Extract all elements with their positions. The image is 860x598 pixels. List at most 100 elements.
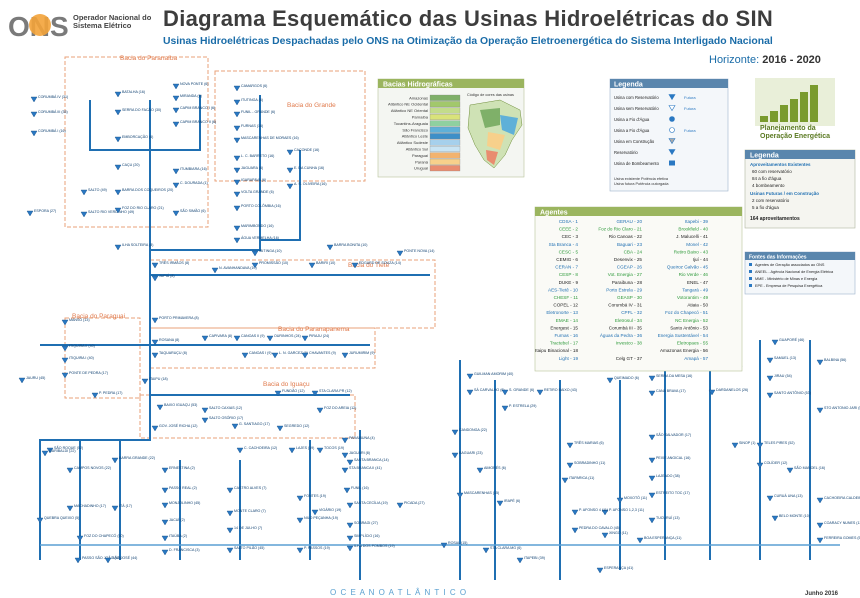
plant-node[interactable]: CAMPOS NOVOS (22) [66, 466, 111, 474]
plant-node[interactable]: FOZ DO CHAPECÓ (50) [76, 533, 124, 542]
plant-node[interactable]: BARRA GRANDE (22) [111, 456, 155, 464]
plant-node[interactable]: XINGÓ (11) [601, 530, 628, 539]
plant-node[interactable]: GARIBALDI (22) [41, 449, 76, 457]
plant-node[interactable]: CORUMBÁ III (35) [30, 110, 68, 118]
plant-node[interactable]: SERRA DA MESA (16) [648, 374, 692, 382]
plant-node[interactable]: BARRA BONITA (10) [326, 243, 367, 251]
plant-node[interactable]: NOVA PONTE (6) [172, 82, 209, 90]
plant-node[interactable]: STA BRANCA II (41) [341, 466, 382, 474]
plant-node[interactable]: P. ESTRELA (29) [501, 404, 537, 412]
plant-node[interactable]: TUCURUÍ (13) [648, 516, 680, 524]
plant-node[interactable]: VIGÁRIO (19) [311, 508, 341, 516]
plant-node[interactable]: TAQUARUÇU (8) [151, 351, 187, 359]
plant-node[interactable]: ROSAL (15) [440, 541, 467, 549]
plant-node[interactable]: JUPIÁ (8) [151, 274, 175, 282]
plant-node[interactable]: P. PASSOS (19) [296, 546, 330, 554]
plant-node[interactable]: CANOAS I (9) [241, 351, 272, 359]
plant-node[interactable]: FUNIL - GRANDE (6) [233, 110, 275, 118]
plant-node[interactable]: TELES PIRES (52) [756, 441, 795, 449]
plant-node[interactable]: CAÇU (20) [114, 163, 140, 171]
plant-node[interactable]: SINOP (1) [731, 441, 756, 449]
plant-node[interactable]: ITIQUIRA I (40) [61, 356, 94, 364]
plant-node[interactable]: D. FRANCISCA (3) [161, 548, 200, 556]
plant-node[interactable]: C. DOURADA (1) [172, 181, 208, 189]
plant-node[interactable]: C. CACHOEIRA (12) [236, 446, 277, 454]
plant-node[interactable]: BAIXO IGUAÇU (53) [156, 403, 197, 411]
plant-node[interactable]: GOV. JOSÉ RICHA (12) [151, 423, 197, 432]
plant-node[interactable]: NILO PEÇANHA (19) [296, 516, 338, 524]
plant-node[interactable]: MONJOLINHO (45) [161, 501, 200, 509]
plant-node[interactable]: GUILMAN AMORIM (40) [466, 372, 513, 380]
plant-node[interactable]: SÃO SALVADOR (17) [648, 432, 691, 441]
plant-node[interactable]: PONTE DE PEDRA (17) [61, 371, 108, 379]
plant-node[interactable]: STA CLARA MG (6) [482, 546, 522, 554]
plant-node[interactable]: CAPIVARA (8) [201, 334, 232, 342]
plant-node[interactable]: IGARAPAVA (6) [233, 178, 266, 186]
plant-node[interactable]: ITIQUIRA II (40) [61, 344, 95, 352]
plant-node[interactable]: CURUÁ UNA (13) [766, 494, 803, 502]
plant-node[interactable]: CANA BRAVA (17) [648, 389, 686, 397]
plant-node[interactable]: ESPERANÇA (41) [596, 566, 633, 574]
plant-node[interactable]: PIRAJU (24) [301, 334, 329, 342]
plant-node[interactable]: PEIXE ANGICAL (16) [648, 456, 690, 464]
plant-node[interactable]: ITUMBIARA (16) [172, 167, 207, 175]
plant-node[interactable]: TRÊS MARIAS (6) [566, 440, 604, 449]
plant-node[interactable]: A. S. OLIVEIRA (16) [286, 182, 327, 190]
plant-node[interactable]: CANOAS II (9) [233, 334, 265, 342]
plant-node[interactable]: FUNDÃO (12) [274, 388, 305, 397]
plant-node[interactable]: FUNIL (16) [343, 486, 369, 494]
plant-node[interactable]: CACONDE (16) [286, 148, 319, 156]
plant-node[interactable]: BOA ESPERANÇA (11) [636, 536, 681, 544]
plant-node[interactable]: SANTO ANTÔNIO (53) [766, 390, 811, 399]
plant-node[interactable]: E. DA CUNHA (16) [286, 166, 324, 174]
plant-node[interactable]: SÁ CARVALHO (6) [466, 388, 505, 396]
plant-node[interactable]: N. AVANHANDAVA (10) [211, 266, 257, 274]
plant-node[interactable]: CANDONGA (22) [451, 428, 487, 436]
plant-node[interactable]: DARDANELOS (26) [708, 388, 748, 396]
plant-node[interactable]: ERNESTINA (2) [161, 466, 195, 474]
plant-node[interactable]: ITAIPU (18) [141, 377, 168, 385]
plant-node[interactable]: PONTE NOVA (14) [396, 249, 435, 257]
plant-node[interactable]: P. AFONSO 4 (11) [571, 508, 608, 516]
plant-node[interactable]: FOZ DO RIO CLARO (21) [114, 206, 164, 214]
plant-node[interactable]: FURNAS (16) [233, 124, 263, 132]
plant-node[interactable]: SOBRADINHO (11) [566, 461, 605, 469]
plant-node[interactable]: ITUTINGA (6) [233, 98, 263, 106]
plant-node[interactable]: LAJES (19) [288, 446, 314, 454]
plant-node[interactable]: MIRANDA (6) [172, 94, 202, 102]
plant-node[interactable]: JURUMIRIM (9) [341, 351, 375, 359]
plant-node[interactable]: CORUMBÁ I (16) [30, 129, 66, 137]
plant-node[interactable]: ROSANA (8) [151, 338, 179, 346]
plant-node[interactable]: AIMORÉS (6) [476, 465, 506, 474]
plant-node[interactable]: SOBRAGI (27) [346, 521, 378, 529]
plant-node[interactable]: BAGUARI (23) [451, 451, 483, 459]
plant-node[interactable]: JAGUARI (8) [341, 451, 370, 459]
plant-node[interactable]: PORTO PRIMAVERA (8) [151, 316, 199, 324]
plant-node[interactable]: QUEIMADO (6) [606, 376, 639, 384]
plant-node[interactable]: COLÍDER (12) [756, 461, 787, 469]
plant-node[interactable]: SÃO ROQUE (52) [46, 445, 83, 454]
plant-node[interactable]: JAURU (45) [18, 376, 45, 384]
plant-node[interactable]: CAPIM BRANCO I (6) [172, 106, 215, 114]
plant-node[interactable]: FERREIRA GOMES (50) [816, 536, 860, 544]
plant-node[interactable]: ITAÚBA (2) [161, 533, 187, 542]
plant-node[interactable]: MASCARENHAS (15) [456, 491, 499, 499]
plant-node[interactable]: BELO MONTE (10) [771, 514, 810, 522]
plant-node[interactable]: L. N. GARCEZ (9) [271, 351, 308, 359]
plant-node[interactable]: FOZ DO AREIA (12) [316, 406, 356, 414]
plant-node[interactable]: G. SANTIAGO (17) [231, 422, 270, 430]
plant-node[interactable]: SANTA BRANCA (14) [346, 458, 389, 466]
plant-node[interactable]: ITÁ (17) [111, 504, 132, 512]
plant-node[interactable]: CASTRO ALVES (7) [226, 486, 267, 494]
plant-node[interactable]: P. AFONSO 1,2,3 (11) [601, 508, 644, 516]
plant-node[interactable]: MASCARENHAS DE MORAES (16) [233, 136, 299, 144]
plant-node[interactable]: FONTES (19) [296, 494, 326, 502]
plant-node[interactable]: L. C. BARRETO (16) [233, 154, 274, 162]
plant-node[interactable]: ITAPEBI (39) [516, 556, 545, 564]
plant-node[interactable]: SERRA DO FACÃO (30) [114, 107, 161, 116]
plant-node[interactable]: IBITINGA (10) [251, 249, 282, 257]
plant-node[interactable]: SALTO (49) [80, 188, 107, 196]
plant-node[interactable]: PASSO REAL (2) [161, 486, 197, 494]
plant-node[interactable]: IRAPÉ (6) [496, 498, 520, 507]
plant-node[interactable]: COARACY NUNES (13) [816, 521, 860, 529]
